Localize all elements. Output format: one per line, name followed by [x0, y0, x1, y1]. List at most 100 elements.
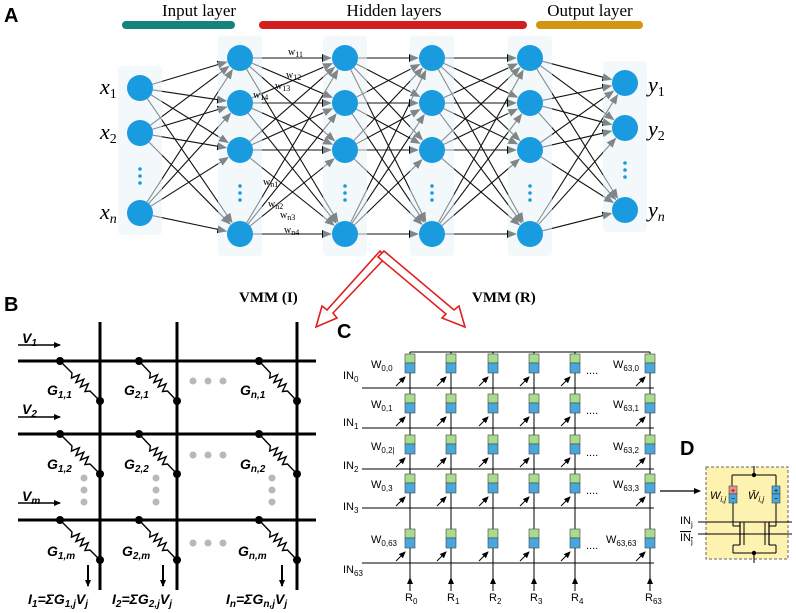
weight-label-wn4: wn4 — [284, 225, 299, 237]
conductance-g2m: G2,m — [122, 543, 150, 562]
ellipsis-dot — [189, 539, 197, 547]
weight-label-w13: w13 — [275, 81, 290, 93]
selector-r4-c1 — [436, 551, 447, 562]
cell-detail: + − + − Wi,j W̄i,j INj INj — [680, 466, 792, 563]
nn-edge — [148, 112, 232, 204]
cell-top-r4-c2 — [487, 528, 499, 539]
cell-bottom-r4-c3 — [528, 537, 540, 549]
cell-bottom-r3-c3 — [528, 482, 540, 494]
cell-top-r1-c1 — [445, 393, 457, 404]
resistor-r1-c1 — [138, 433, 178, 475]
selector-r4-c5 — [635, 551, 646, 562]
col-label-r1: R1 — [447, 592, 460, 606]
col-label-r2: R2 — [489, 592, 502, 606]
crossbar-labels: V1 V2 Vm G1,1 G2,1 Gn,1 G1,2 G2,2 Gn,2 G… — [22, 330, 287, 610]
crossbar-array — [18, 322, 316, 590]
nn-edge — [247, 113, 337, 225]
cell-bottom-r2-c1 — [445, 443, 457, 455]
conductance-g22: G2,2 — [124, 456, 149, 475]
ellipsis-dot — [80, 498, 88, 506]
nn-edge — [542, 105, 613, 127]
neuron-ellipsis-dot — [138, 174, 142, 178]
nn-edge — [542, 129, 613, 148]
resistor-r0-c0 — [59, 360, 101, 402]
row1-ellipsis: .... — [586, 405, 598, 417]
selector-r0-c5 — [635, 376, 646, 387]
nn-edge — [441, 66, 521, 142]
ellipsis-dot — [204, 377, 212, 385]
nn-edge — [249, 66, 336, 142]
conductance-g21: G2,1 — [124, 382, 149, 401]
cell-top-r0-c2 — [487, 353, 499, 364]
selector-r3-c5 — [635, 496, 646, 507]
cell-top-r4-c4 — [569, 528, 581, 539]
panel-c-label: C — [337, 321, 351, 343]
selector-r4-c3 — [519, 551, 530, 562]
selector-r1-c0 — [395, 416, 406, 427]
cell-background — [705, 466, 789, 560]
neuron-ellipsis-dot — [238, 198, 242, 202]
input-layer-bar — [122, 21, 235, 29]
cell-bottom-r3-c5 — [644, 482, 656, 494]
cell-bottom-r0-c1 — [445, 362, 457, 374]
cell-bottom-r1-c5 — [644, 402, 656, 414]
resistor-r0-c1 — [138, 360, 178, 402]
vmm-arrows — [314, 249, 467, 329]
hidden-layers-bar — [259, 21, 527, 29]
voltage-v1: V1 — [22, 330, 37, 349]
selector-r3-c0 — [395, 496, 406, 507]
cell-bottom-r0-c5 — [644, 362, 656, 374]
neuron-ellipsis-dot — [430, 191, 434, 195]
cell-bottom-r2-c4 — [569, 443, 581, 455]
cell-bottom-r4-c1 — [445, 537, 457, 549]
cell-top-r2-c3 — [528, 434, 540, 445]
neuron-ellipsis-dot — [623, 175, 627, 179]
selector-r2-c5 — [635, 457, 646, 468]
cell-bottom-r3-c0 — [404, 482, 416, 494]
cell-top-r0-c3 — [528, 353, 540, 364]
neuron-ellipsis-dot — [623, 168, 627, 172]
neuron-l0-n2 — [127, 200, 153, 226]
row-label-in2: IN2 — [343, 460, 359, 474]
nn-edge — [542, 60, 613, 82]
vmm-right-arrow — [376, 249, 467, 329]
cell-bottom-r1-c4 — [569, 402, 581, 414]
ellipsis-dot — [80, 486, 88, 494]
conductance-g11: G1,1 — [47, 382, 72, 401]
cell-top-r3-c1 — [445, 473, 457, 484]
resistor-r0-c2 — [258, 360, 298, 402]
nn-edge — [251, 108, 334, 146]
cell-bottom-r2-c5 — [644, 443, 656, 455]
neuron-l1-n3 — [227, 221, 253, 247]
neuron-ellipsis-dot — [343, 191, 347, 195]
row0-ellipsis: .... — [586, 365, 598, 377]
selector-r3-c1 — [436, 496, 447, 507]
layer-column-0 — [118, 66, 162, 235]
nn-connections — [146, 54, 619, 238]
cell-top-r0-c5 — [644, 353, 656, 364]
weight-w063: W0,63 — [371, 534, 398, 548]
ellipsis-dot — [219, 377, 227, 385]
ellipsis-dot — [152, 498, 160, 506]
cell-bottom-r2-c2 — [487, 443, 499, 455]
nn-edge — [443, 108, 519, 145]
svg-text:−: − — [731, 496, 735, 503]
neuron-ellipsis-dot — [528, 184, 532, 188]
row3-ellipsis: .... — [586, 485, 598, 497]
input-x2-label: x2 — [99, 119, 117, 147]
cell-bottom-r1-c0 — [404, 402, 416, 414]
nn-edge — [542, 83, 613, 101]
cell-top-r2-c5 — [644, 434, 656, 445]
cell-bottom-r1-c2 — [487, 402, 499, 414]
selector-r1-c3 — [519, 416, 530, 427]
neuron-l4-n1 — [517, 90, 543, 116]
cell-top-r0-c4 — [569, 353, 581, 364]
cell-top-r2-c2 — [487, 434, 499, 445]
nn-neurons — [127, 45, 638, 247]
neuron-l4-n2 — [517, 137, 543, 163]
row63-ellipsis: .... — [586, 540, 598, 552]
cell-in-label: INj — [680, 515, 693, 529]
neuron-ellipsis-dot — [528, 198, 532, 202]
weight-label-w14: w14 — [253, 90, 268, 102]
neuron-l1-n1 — [227, 90, 253, 116]
